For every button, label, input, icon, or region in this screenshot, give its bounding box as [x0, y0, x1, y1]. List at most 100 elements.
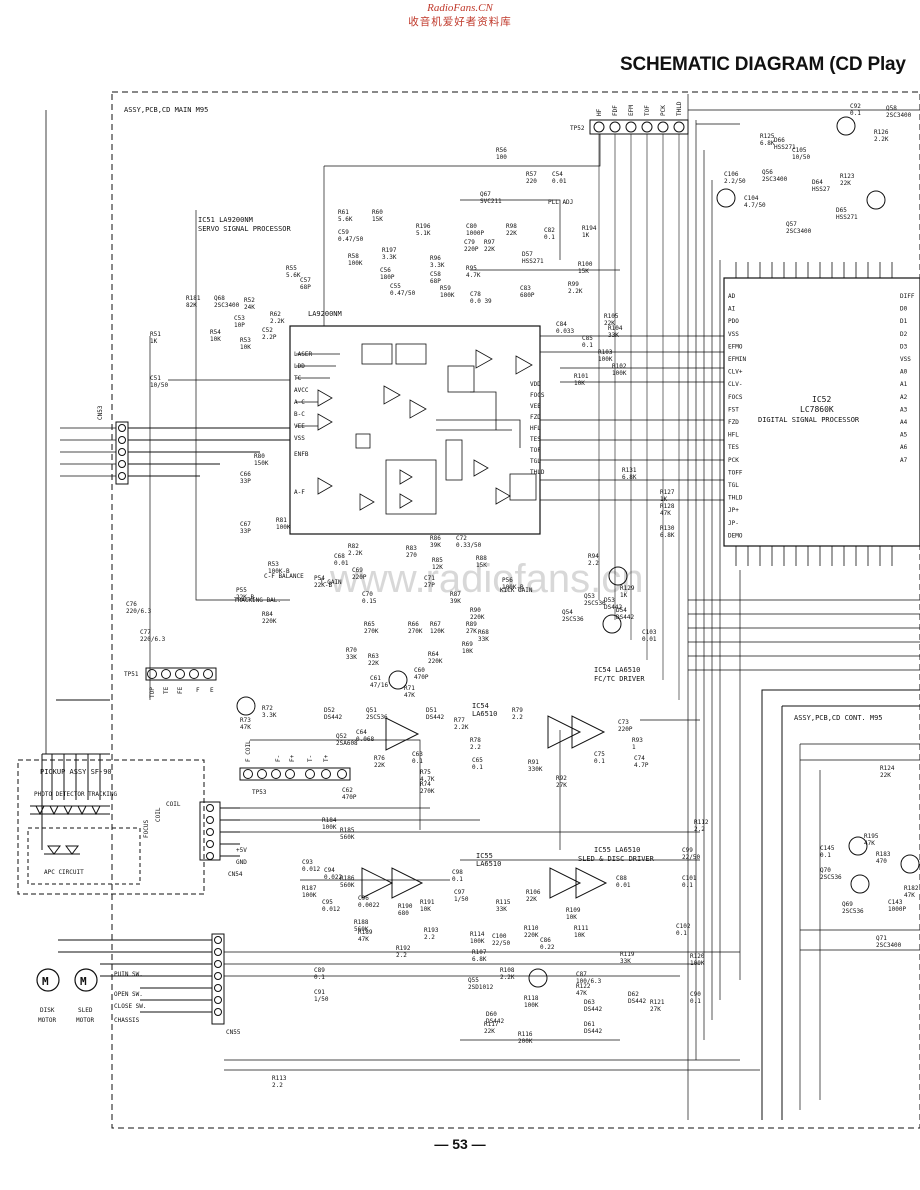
svg-text:R84: R84: [262, 611, 273, 618]
svg-text:R87: R87: [450, 591, 461, 598]
svg-text:R98: R98: [506, 223, 517, 230]
puin-sw-label: PUIN SW.: [114, 971, 143, 978]
svg-text:100K: 100K: [348, 260, 363, 267]
svg-text:R88: R88: [476, 555, 487, 562]
svg-text:R72: R72: [262, 705, 273, 712]
ic52-pin-toff: TOFF: [728, 469, 743, 476]
pll-adj-label: PLL ADJ: [548, 199, 573, 206]
ic52-left-pins: ADAIPDOVSSEFMOEFMINCLV+CLV-FOCSFSTFZDHFL…: [728, 293, 746, 539]
svg-text:D52: D52: [324, 707, 335, 714]
svg-text:0.068: 0.068: [356, 736, 374, 743]
ic51-pin-af: A-F: [294, 489, 305, 496]
svg-text:Q54: Q54: [562, 609, 573, 616]
ic52-pin-ai: AI: [728, 306, 736, 313]
ic52-top-pins: [735, 262, 893, 566]
svg-text:C51: C51: [150, 375, 161, 382]
ic54-inner-part: LA6510: [472, 710, 497, 718]
svg-text:100K: 100K: [690, 960, 705, 967]
svg-text:C100: C100: [492, 933, 507, 940]
svg-text:C69: C69: [352, 567, 363, 574]
svg-text:C143: C143: [888, 899, 903, 906]
svg-text:2SC3400: 2SC3400: [876, 942, 902, 949]
svg-text:R125: R125: [760, 133, 775, 140]
svg-text:R114: R114: [470, 931, 485, 938]
svg-text:6.8K: 6.8K: [660, 532, 675, 539]
ic51-pin-avcc: AVCC: [294, 387, 309, 394]
svg-text:R67: R67: [430, 621, 441, 628]
svg-text:R69: R69: [462, 641, 473, 648]
svg-text:R51: R51: [150, 331, 161, 338]
svg-text:R66: R66: [408, 621, 419, 628]
svg-text:R92: R92: [556, 775, 567, 782]
svg-text:82K: 82K: [186, 302, 197, 309]
svg-text:10K: 10K: [210, 336, 221, 343]
svg-text:C71: C71: [424, 575, 435, 582]
ic52-pin-r-d3: D3: [900, 343, 908, 350]
svg-text:0.47/50: 0.47/50: [390, 290, 416, 297]
ic52-pin-vss: VSS: [728, 331, 739, 338]
svg-text:1000P: 1000P: [466, 230, 484, 237]
sled-label: SLED: [78, 1007, 93, 1014]
svg-text:R127: R127: [660, 489, 675, 496]
svg-text:C70: C70: [362, 591, 373, 598]
svg-text:680P: 680P: [520, 292, 535, 299]
tp51-pin-e: E: [210, 687, 214, 694]
svg-text:10/50: 10/50: [792, 154, 810, 161]
svg-text:2SC536: 2SC536: [366, 714, 388, 721]
svg-text:C61: C61: [370, 675, 381, 682]
svg-text:C104: C104: [744, 195, 759, 202]
svg-text:560K: 560K: [340, 834, 355, 841]
svg-text:10K: 10K: [574, 380, 585, 387]
svg-text:0.1: 0.1: [690, 998, 701, 1005]
svg-text:2SC3400: 2SC3400: [886, 112, 912, 119]
svg-text:1000P: 1000P: [888, 906, 906, 913]
svg-text:C53: C53: [234, 315, 245, 322]
ic51-pin-hfl: HFL: [530, 425, 541, 432]
svg-text:C94: C94: [324, 867, 335, 874]
svg-text:C99: C99: [682, 847, 693, 854]
tp51-pin-f: F: [196, 687, 200, 694]
svg-text:R131: R131: [622, 467, 637, 474]
svg-text:22K: 22K: [506, 230, 517, 237]
tp52-pin-efm: EFM: [628, 105, 635, 116]
cf-balance-label: C-F BALANCE: [264, 573, 304, 580]
svg-text:R104: R104: [608, 325, 623, 332]
svg-text:Q53: Q53: [584, 593, 595, 600]
ic51-pin-vdd: VDD: [530, 381, 541, 388]
svg-text:R96: R96: [430, 255, 441, 262]
svg-text:R193: R193: [424, 927, 439, 934]
sled-motor-label: MOTOR: [76, 1017, 94, 1024]
ic51-pin-ldd: LDD: [294, 363, 305, 370]
svg-text:R58: R58: [348, 253, 359, 260]
svg-text:R123: R123: [840, 173, 855, 180]
ic52-pin-ad: AD: [728, 293, 736, 300]
svg-text:C76: C76: [126, 601, 137, 608]
svg-text:10K: 10K: [462, 648, 473, 655]
svg-text:HSS271: HSS271: [774, 144, 796, 151]
svg-text:R112: R112: [694, 819, 709, 826]
svg-text:C65: C65: [472, 757, 483, 764]
svg-text:R83: R83: [406, 545, 417, 552]
